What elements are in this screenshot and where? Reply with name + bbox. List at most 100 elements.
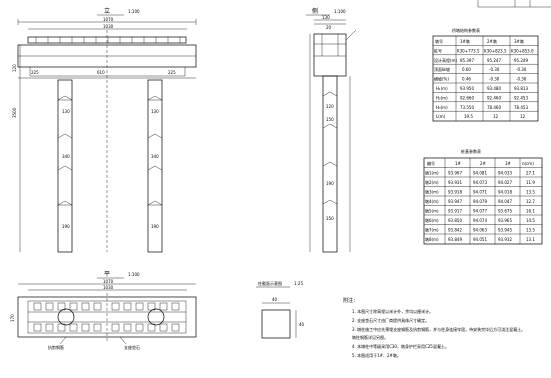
right-pier-segment-2: 340 [151,154,159,159]
plan-title: 平 [104,271,110,278]
table1-row-0-c1: K30+773.5 [457,48,480,53]
plan-bearing-pads [33,302,180,332]
table2-row-5-c2: 94.074 [473,218,487,223]
notes-block: 附注： 1. 本图尺寸除高程以米计外，余均以厘米计。 2. 支座垫石尺寸由厂商提… [343,297,525,358]
plan-right-column [147,308,165,326]
notes-title: 附注： [343,297,358,304]
table2-row-0-c3: 94.033 [498,171,512,176]
table1-row-0-c3: K30+853.0 [511,48,534,53]
note-5: 5. 本图适用于1#、2#墩。 [352,352,401,358]
table1-header-0: 墩号 [435,38,443,44]
plan-scale: 1:100 [128,272,140,277]
table2-row-3-c1: 93.947 [448,199,462,204]
table2-row-1-c4: 11.9 [526,180,535,185]
table2-row-5-c1: 93.850 [448,218,462,223]
table1-row-1-c3: 95.249 [514,58,528,63]
table2-row-7-c2: 94.051 [473,237,487,242]
table2-row-6-c0: 墩7(m) [425,227,439,233]
table1-row-7-c2: 12 [493,114,499,119]
side-sub-dim: 20 [326,25,332,30]
table1-row-0-c2: K30+823.5 [484,48,507,53]
pile-parameter-table: 桩基参数表 编号 1# 2# 3# n(cm) 墩1(m) 93.967 94.… [423,148,543,245]
table1-row-3-c3: -0.30 [516,77,527,82]
table1-row-6-c1: 73.550 [460,105,474,110]
note-3-cont: 墩柱钢筋详见另图。 [352,334,388,340]
left-pier-column: 130 340 190 [57,79,73,253]
table2-row-7-c1: 93.849 [448,237,462,242]
table1-row-4-c2: 93.480 [487,86,501,91]
table2-row-7-c3: 93.932 [498,237,512,242]
table1-row-5-c0: H₂(m) [436,95,448,100]
section-width: 40 [272,297,278,302]
table2-row-0-c2: 94.081 [473,171,487,176]
table2-row-0-c1: 93.967 [448,171,462,176]
elevation-scale: 1:100 [128,9,140,14]
table2-row-4-c1: 93.917 [448,209,462,214]
side-top-dim: 130 [322,15,330,20]
table2-row-3-c0: 墩4(m) [425,198,439,204]
side-title: 侧 [312,7,318,15]
side-cap [313,33,347,77]
table2-row-2-c1: 93.918 [448,190,462,195]
side-view: 侧 1:100 130 20 120 150 190 150 [306,7,357,253]
elevation-overall-width: 1070 [103,17,114,22]
table2-row-1-c3: 94.027 [498,180,512,185]
table1-row-7-c1: 19.5 [464,114,473,119]
section-height: 40 [299,322,305,327]
table2-row-5-c0: 墩6(m) [425,217,439,223]
elevation-inner-width: 1030 [103,24,114,29]
table1-row-1-c1: 95.397 [460,58,474,63]
table2-row-4-c3: 93.675 [498,209,512,214]
elevation-pier-spacing: 610 [97,70,105,75]
table1-header-3: 3#墩 [514,38,524,44]
left-pier-segment-3: 190 [62,224,70,229]
table2-title: 桩基参数表 [461,148,481,154]
table2-row-5-c3: 93.965 [498,218,512,223]
side-segment-1: 120 [326,104,334,109]
table2-row-7-c0: 墩8(m) [425,236,439,242]
note-3: 3. 墩柱施工中应先预埋支座钢筋及抗剪钢筋，并与柱身连接牢固，待安装完毕后方可浇… [352,326,525,332]
table2-row-6-c4: 13.5 [526,228,535,233]
table2-row-1-c2: 94.073 [473,180,487,185]
table2-header-1: 1# [455,161,462,166]
table1-row-3-c0: 横坡(%) [434,76,449,82]
table1-row-2-c3: -0.30 [516,67,527,72]
table2-row-4-c0: 墩5(m) [425,208,439,214]
column-section: 柱截面示意图 1:25 40 40 [256,280,305,339]
plan-side-label: 170 [10,314,15,322]
table1-row-1-c0: 设计高程(m) [434,57,457,63]
plan-inner-width: 1030 [103,285,114,290]
table2-row-2-c2: 94.071 [473,190,487,195]
table2-row-4-c4: 16.1 [526,209,535,214]
section-scale: 1:25 [294,281,303,286]
table2-row-6-c1: 93.842 [448,228,462,233]
table1-title: 桥墩结构参数表 [452,27,480,33]
table1-row-6-c2: 78.460 [487,105,501,110]
table2-header-2: 2# [480,161,487,166]
table2-row-3-c2: 94.079 [473,199,487,204]
table1-row-6-c0: H₃(m) [436,105,448,110]
side-segment-3: 190 [326,181,334,186]
table1-row-7-c0: L(m) [436,114,446,119]
table1-header-1: 1#墩 [460,38,470,44]
table1-header-2: 2#墩 [487,38,497,44]
table2-header-0: 编号 [427,160,435,166]
right-pier-segment-1: 130 [151,109,159,114]
table2-row-2-c4: 13.5 [526,190,535,195]
plan-left-column [57,308,75,326]
table1-row-5-c1: 92.660 [460,95,474,100]
plan-overall-width: 1070 [103,279,114,284]
table2-row-6-c3: 93.945 [498,228,512,233]
table2-header-3: 3# [505,161,512,166]
table2-row-1-c1: 93.931 [448,180,462,185]
table1-row-0-c0: 桩号 [434,47,442,53]
note-1: 1. 本图尺寸除高程以米计外，余均以厘米计。 [352,308,433,314]
table1-row-5-c3: 92.453 [514,95,528,100]
table2-row-7-c4: 13.1 [526,237,535,242]
plan-view: 平 1:100 1070 1030 170 [10,271,197,350]
table1-row-3-c2: -0.30 [489,77,500,82]
plan-callout-1: 抗剪钢筋 [48,344,64,350]
side-segment-4: 150 [326,216,334,221]
elevation-side-offset-left: 225 [31,70,39,75]
